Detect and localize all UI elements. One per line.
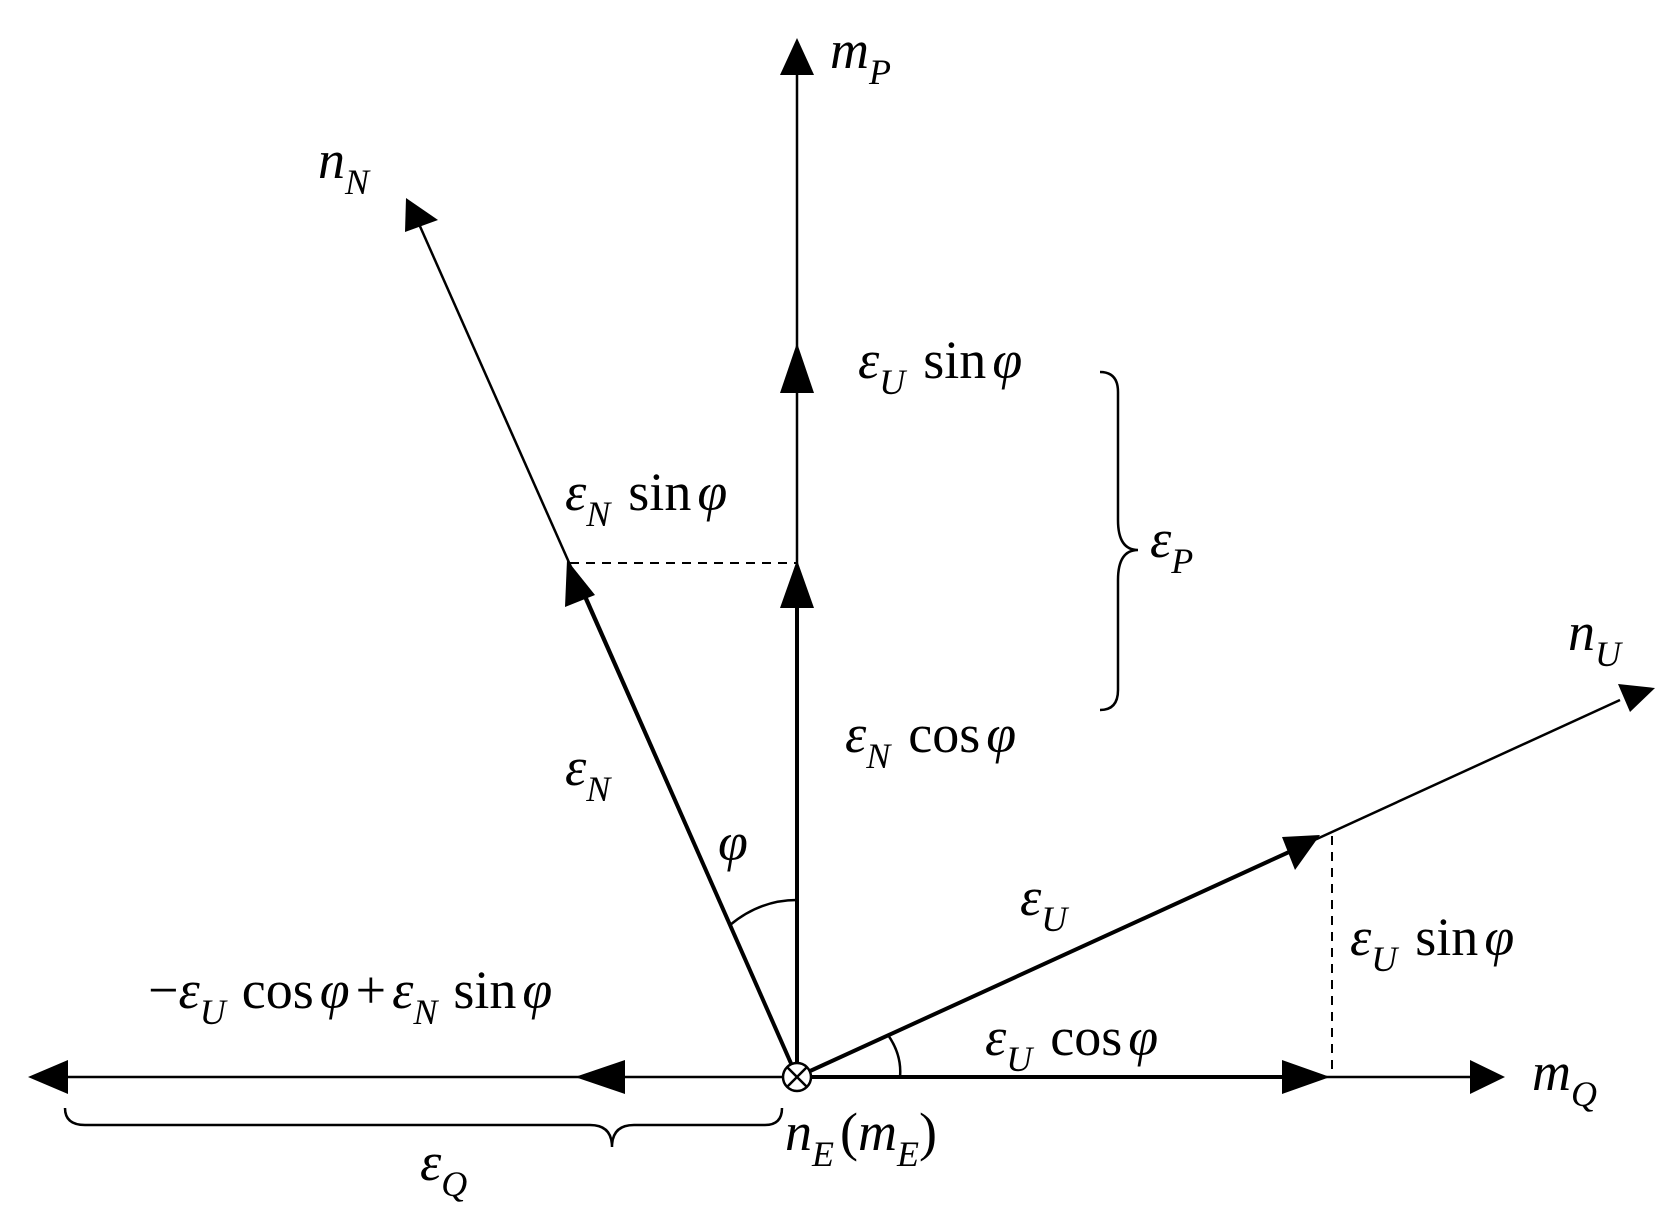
eps-q-brace	[63, 1107, 784, 1148]
eps-p-arrowhead	[780, 560, 814, 608]
axes	[35, 60, 1621, 1079]
n-u-label: nU	[1568, 602, 1623, 674]
angle-arcs	[729, 898, 902, 1078]
m-p-label: mP	[830, 20, 891, 92]
m-p-arrowhead	[780, 38, 814, 75]
eps-n-vector	[576, 579, 799, 1078]
origin-label: nE(mE)	[785, 1102, 937, 1174]
eps-n-label: εN	[565, 737, 612, 809]
eps-u-cos-arrowhead	[1282, 1060, 1330, 1094]
phi-arc-u	[886, 1034, 902, 1078]
origin-cross-icon	[781, 1061, 813, 1093]
eps-p-label: εP	[1150, 509, 1193, 581]
eps-u-arrowhead	[1282, 835, 1320, 870]
eps-q-label: εQ	[420, 1132, 467, 1204]
eps-p-brace	[1099, 370, 1139, 712]
eps-u-label: εU	[1020, 867, 1069, 939]
m-q-arrowhead	[1470, 1060, 1505, 1094]
arrowheads	[28, 38, 1655, 1094]
eps-q-arrowhead	[575, 1060, 625, 1094]
projection-lines	[570, 562, 1333, 1077]
negative-m-q-arrowhead	[28, 1060, 68, 1094]
component-vectors	[576, 579, 1301, 1079]
n-n-label: nN	[318, 130, 371, 202]
m-q-label: mQ	[1532, 1042, 1597, 1114]
eps-u-sin-arrowhead	[780, 343, 814, 393]
phi-label: φ	[718, 812, 748, 872]
n-u-arrowhead	[1618, 684, 1655, 712]
eps-u-vector	[796, 845, 1301, 1079]
braces	[63, 370, 1139, 1148]
phi-arc-n	[729, 898, 798, 926]
eps-n-arrowhead	[565, 560, 595, 607]
n-n-arrowhead	[405, 198, 438, 232]
